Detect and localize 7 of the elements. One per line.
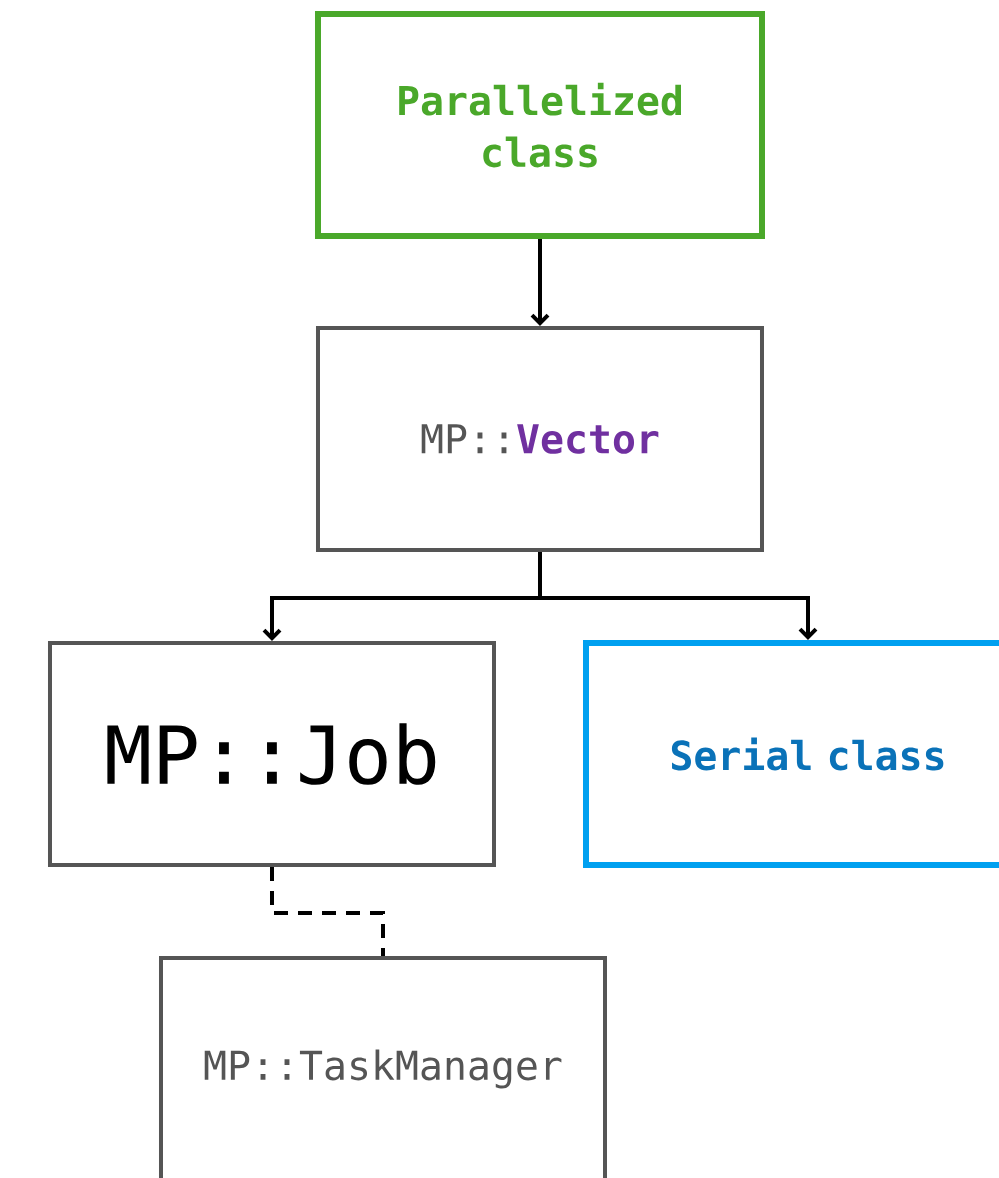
class-box: MP::TaskManager xyxy=(159,956,607,1178)
arrow xyxy=(530,239,550,326)
class-box: Serial class xyxy=(583,640,999,868)
class-box: MP::Job xyxy=(48,641,496,867)
class-box: MP::Vector xyxy=(316,326,764,552)
arrow xyxy=(538,552,818,640)
class-box: Parallelized class xyxy=(315,11,765,239)
